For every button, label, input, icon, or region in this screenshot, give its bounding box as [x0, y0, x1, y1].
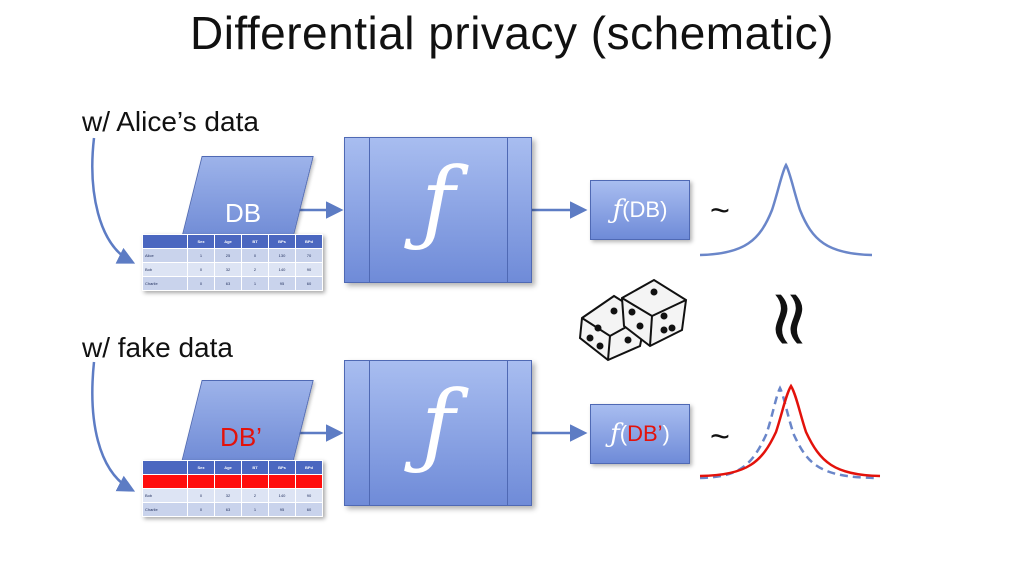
table-cell: [241, 474, 269, 489]
output-distribution-curve-1: [699, 162, 873, 257]
table-cell: Charlie: [142, 276, 188, 291]
table-cell: 90: [295, 488, 323, 503]
function-symbol: ƒ: [420, 371, 456, 478]
label-to-table-arrow-2: [91, 361, 136, 492]
table-row-replaced: [142, 474, 323, 489]
dice-icon: [578, 278, 688, 362]
table-cell: 130: [268, 248, 296, 263]
table-header-cell: BPs: [268, 460, 296, 475]
table-cell: 60: [295, 276, 323, 291]
table-row: Bob 0 32 2 140 90: [142, 488, 323, 503]
distributed-as-symbol-1: ~: [710, 192, 730, 230]
table-cell: 60: [295, 502, 323, 517]
table-cell: [268, 474, 296, 489]
function-symbol: ƒ: [420, 148, 456, 255]
table-cell: 32: [214, 262, 242, 277]
output-fn: ƒ: [612, 195, 623, 225]
table-header-cell: BT: [241, 234, 269, 249]
label-to-table-arrow-1: [91, 137, 136, 264]
table-row: Bob 0 32 2 140 90: [142, 262, 323, 277]
table-header-row: Sex Age BT BPs BPd: [142, 460, 323, 475]
table-cell: 63: [214, 502, 242, 517]
table-cell: 140: [268, 262, 296, 277]
output-fn: ƒ: [610, 419, 620, 449]
output-distribution-curve-2-blue-dashed: [699, 385, 877, 480]
row-label-alice: w/ Alice’s data: [82, 106, 259, 137]
table-cell: 0: [187, 488, 215, 503]
table-cell: 0: [187, 502, 215, 517]
table-cell: 0: [241, 248, 269, 263]
table-cell: 90: [295, 262, 323, 277]
output-paren: ): [662, 421, 670, 446]
data-table-alice: Sex Age BT BPs BPd Alice 1 25 0 130 70 B…: [142, 234, 323, 291]
row-label-fake: w/ fake data: [82, 332, 233, 363]
table-cell: 0: [187, 262, 215, 277]
database-label-fake: DB’: [220, 422, 262, 452]
output-arg: DB: [629, 197, 661, 222]
function-box-2: ƒ: [344, 360, 532, 506]
table-cell: [142, 474, 188, 489]
table-header-cell: [142, 460, 188, 475]
table-header-cell: Age: [214, 460, 242, 475]
distributed-as-symbol-2: ~: [710, 418, 730, 456]
table-cell: Bob: [142, 262, 188, 277]
output-box-1: ƒ(DB): [590, 180, 690, 240]
output-paren: ): [660, 197, 668, 222]
table-cell: Bob: [142, 488, 188, 503]
table-row: Alice 1 25 0 130 70: [142, 248, 323, 263]
table-header-cell: Sex: [187, 234, 215, 249]
table-cell: 63: [214, 276, 242, 291]
table-cell: 70: [295, 248, 323, 263]
table-header-cell: BPd: [295, 460, 323, 475]
table-row: Charlie 0 63 1 95 60: [142, 502, 323, 517]
table-header-cell: BT: [241, 460, 269, 475]
output-distribution-curve-2-red: [699, 383, 881, 478]
table-cell: 140: [268, 488, 296, 503]
output-box-2: ƒ(DB’): [590, 404, 690, 464]
table-cell: 2: [241, 488, 269, 503]
table-cell: 1: [241, 276, 269, 291]
table-cell: 2: [241, 262, 269, 277]
table-cell: Charlie: [142, 502, 188, 517]
table-header-row: Sex Age BT BPs BPd: [142, 234, 323, 249]
table-header-cell: [142, 234, 188, 249]
table-cell: 95: [268, 276, 296, 291]
table-header-cell: Sex: [187, 460, 215, 475]
table-row: Charlie 0 63 1 95 60: [142, 276, 323, 291]
data-table-fake: Sex Age BT BPs BPd Bob 0 32 2 140 90 Cha…: [142, 460, 323, 517]
table-cell: 1: [187, 248, 215, 263]
table-cell: [295, 474, 323, 489]
table-header-cell: BPd: [295, 234, 323, 249]
table-cell: 32: [214, 488, 242, 503]
table-cell: 25: [214, 248, 242, 263]
slide-title: Differential privacy (schematic): [189, 7, 834, 59]
table-cell: 95: [268, 502, 296, 517]
table-header-cell: Age: [214, 234, 242, 249]
table-cell: 1: [241, 502, 269, 517]
table-cell: [214, 474, 242, 489]
table-cell: Alice: [142, 248, 188, 263]
function-box-1: ƒ: [344, 137, 532, 283]
database-label-alice: DB: [224, 198, 262, 228]
output-arg: DB’: [627, 421, 663, 446]
table-cell: 0: [187, 276, 215, 291]
approximately-equal-symbol: ≈: [745, 286, 836, 352]
output-paren: (: [619, 421, 628, 446]
table-cell: [187, 474, 215, 489]
output-paren: (: [622, 197, 630, 222]
table-header-cell: BPs: [268, 234, 296, 249]
